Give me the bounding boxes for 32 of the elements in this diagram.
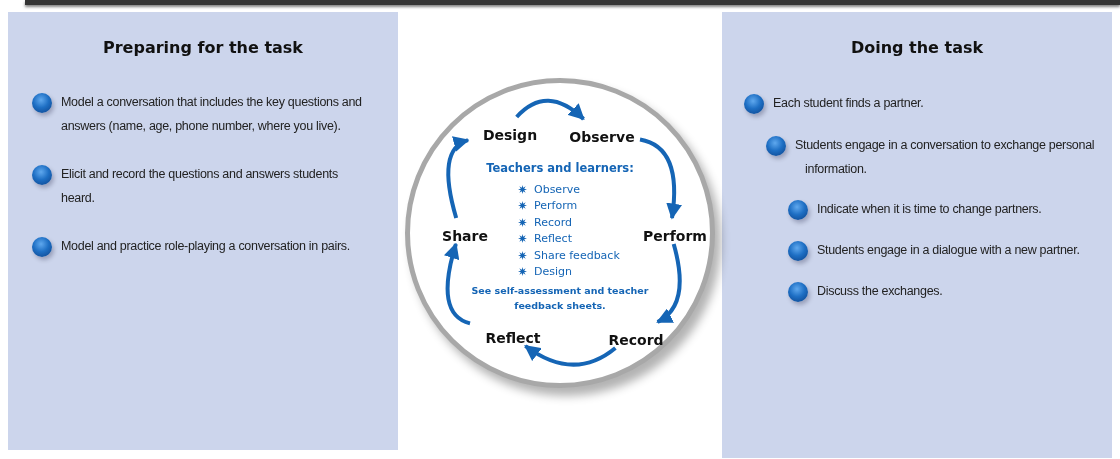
cycle-arrow [515, 98, 585, 121]
cycle-arrow [656, 243, 682, 324]
activity-item: Observe [534, 182, 580, 196]
list-item-text: Model and practice role-playing a conversation in pairs. [61, 238, 351, 255]
cycle-heading: Teachers and learners: [486, 161, 634, 175]
cycle-arrow [446, 137, 470, 219]
activity-item: Perform [534, 199, 578, 212]
list-item-text: Students engage in a dialogue with a new partner. [817, 242, 1081, 259]
panel-heading: Preparing for the task [103, 38, 303, 57]
activity-item: Design [534, 265, 572, 278]
cycle-arrow [524, 344, 617, 367]
activity-item: Share feedback [534, 248, 620, 262]
step-label: Reflect [478, 328, 548, 348]
panel-background [722, 12, 1112, 458]
activity-item: Reflect [534, 232, 572, 245]
panel-background [8, 12, 398, 450]
cycle-arrow [639, 137, 682, 220]
list-item-text: Indicate when it is time to change partners. [817, 201, 1043, 218]
step-label: Share [436, 226, 494, 246]
list-item-text: Students engage in a conversation to exchange personal information. [795, 137, 1096, 178]
activity-item: Record [534, 215, 572, 229]
list-item-text: Each student finds a partner. [773, 95, 925, 112]
step-label: Design [476, 125, 544, 145]
list-item-text: Elicit and record the questions and answers students heard. [61, 166, 339, 207]
step-label: Observe [562, 127, 642, 147]
note-text: See self-assessment and teacher feedback sheets. [470, 284, 650, 313]
cycle-arrow [444, 242, 471, 326]
step-label: Perform [636, 226, 714, 246]
step-label: Record [600, 330, 672, 350]
list-item-text: Discuss the exchanges. [817, 283, 944, 300]
list-item-text: Model a conversation that includes the key questions and answers (name, age, phone number, where you live). [61, 94, 363, 135]
panel-heading: Doing the task [850, 38, 984, 57]
